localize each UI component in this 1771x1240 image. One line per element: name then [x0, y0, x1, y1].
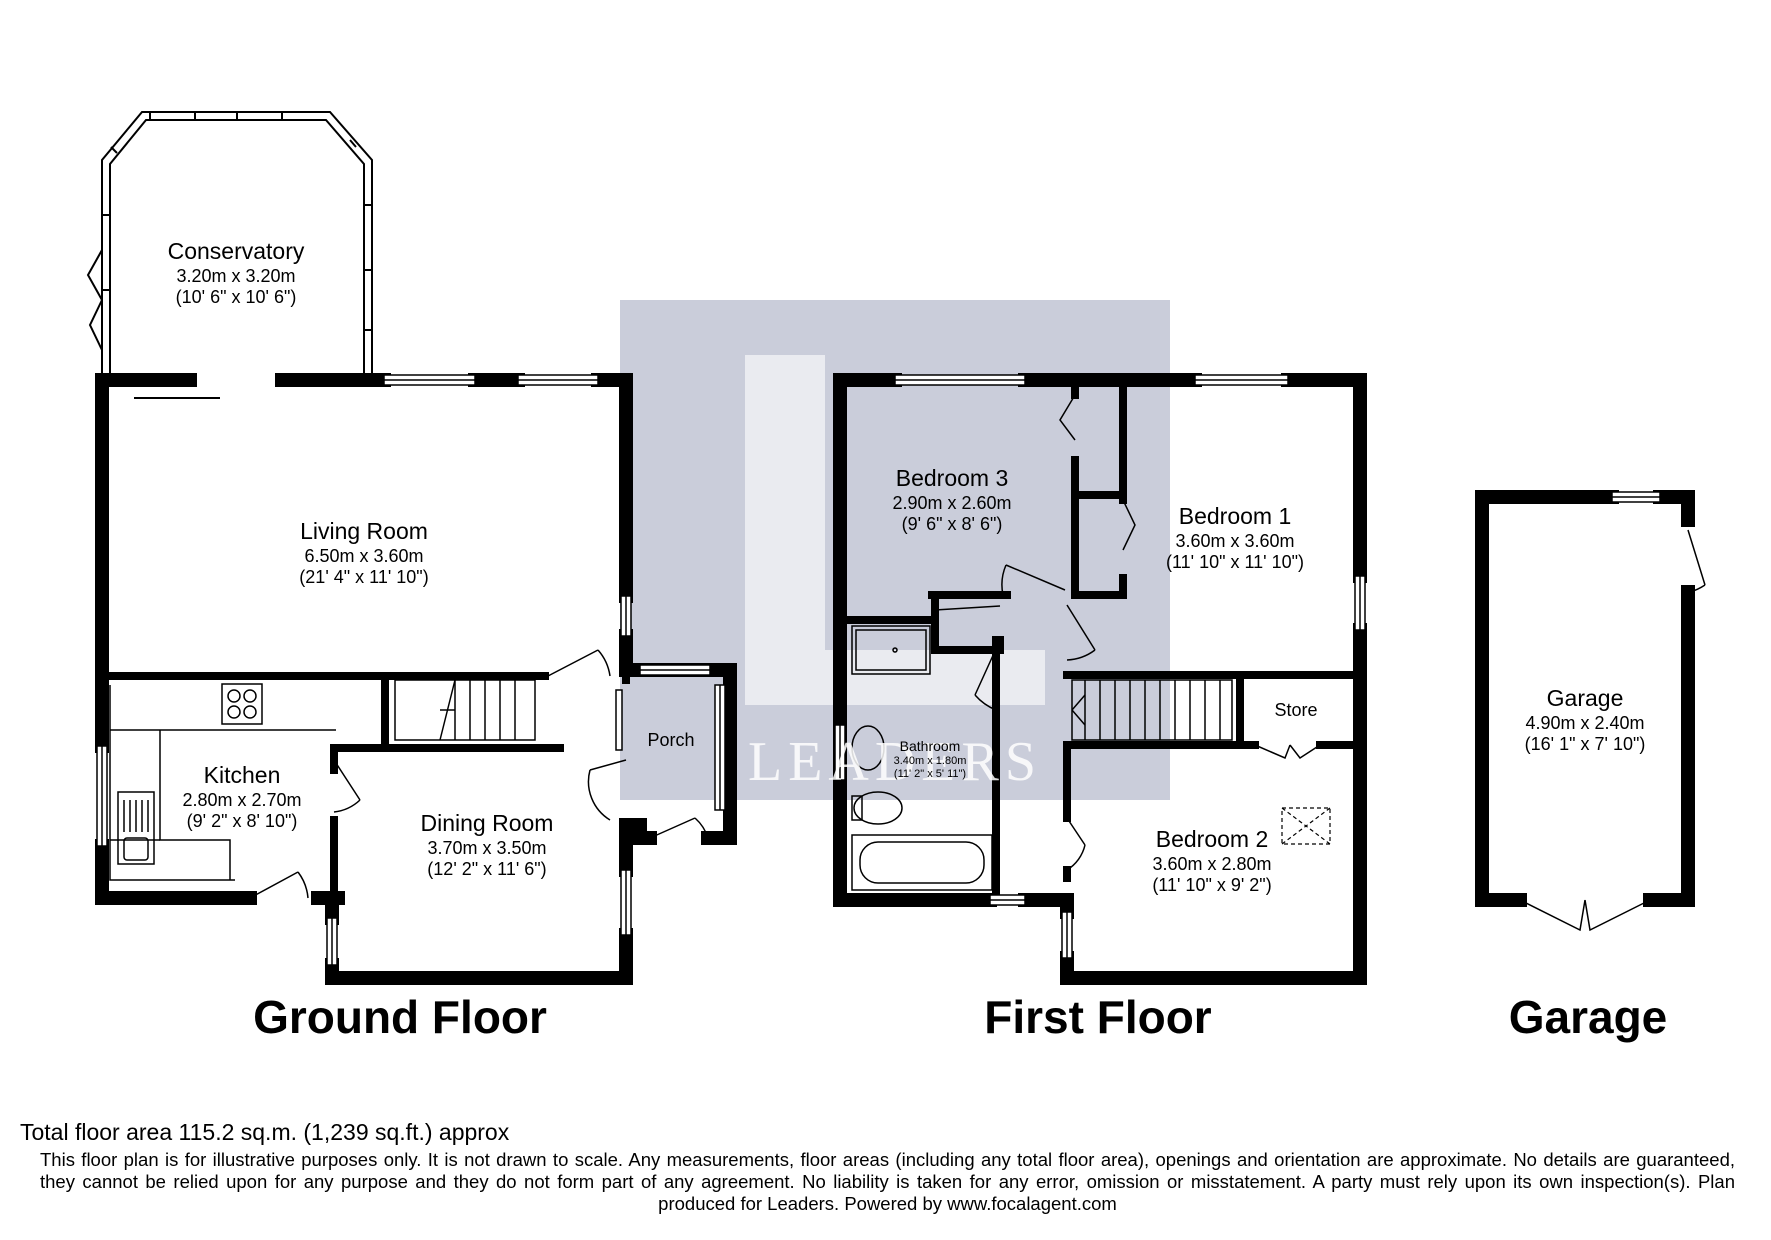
room-label-garage: Garage 4.90m x 2.40m (16' 1" x 7' 10")	[1525, 685, 1646, 756]
room-label-bedroom-1: Bedroom 1 3.60m x 3.60m (11' 10" x 11' 1…	[1166, 503, 1304, 574]
room-name: Garage	[1546, 685, 1624, 711]
room-name: Bedroom 2	[1155, 826, 1269, 852]
room-imperial: (12' 2" x 11' 6")	[427, 859, 547, 880]
room-label-conservatory: Conservatory 3.20m x 3.20m (10' 6" x 10'…	[168, 238, 305, 309]
room-name: Kitchen	[203, 762, 281, 788]
room-label-bathroom: Bathroom 3.40m x 1.80m (11' 2" x 5' 11")	[894, 738, 967, 781]
watermark-text: LEADERS	[748, 731, 1042, 793]
room-name: Bedroom 3	[895, 465, 1009, 491]
room-imperial: (9' 6" x 8' 6")	[901, 514, 1003, 535]
room-label-kitchen: Kitchen 2.80m x 2.70m (9' 2" x 8' 10")	[182, 762, 301, 833]
room-imperial: (16' 1" x 7' 10")	[1524, 734, 1646, 755]
room-metric: 2.80m x 2.70m	[182, 789, 302, 810]
room-name: Store	[1274, 700, 1318, 720]
ground-floor-plan	[86, 111, 737, 985]
ground-floor-doors	[249, 649, 709, 899]
first-floor-plan	[833, 373, 1367, 985]
ground-floor-interior-walls	[98, 672, 630, 902]
first-floor-walls	[833, 373, 1367, 985]
room-name: Bedroom 1	[1178, 503, 1292, 529]
room-name: Living Room	[300, 518, 428, 544]
floor-title-ground: Ground Floor	[253, 991, 547, 1043]
room-label-store: Store	[1274, 700, 1317, 722]
room-name: Dining Room	[420, 810, 554, 836]
floor-title-first: First Floor	[984, 991, 1212, 1043]
first-floor-interior-walls	[844, 382, 1364, 904]
garage-plan	[1475, 490, 1706, 932]
room-metric: 6.50m x 3.60m	[304, 545, 424, 566]
room-metric: 3.60m x 3.60m	[1175, 530, 1295, 551]
garage-doors	[1519, 529, 1706, 932]
garage-walls	[1475, 490, 1695, 907]
room-metric: 3.60m x 2.80m	[1152, 853, 1272, 874]
disclaimer-text: This floor plan is for illustrative purp…	[40, 1149, 1735, 1214]
room-metric: 3.20m x 3.20m	[176, 265, 296, 286]
first-floor-stairs	[1071, 679, 1233, 741]
total-floor-area: Total floor area 115.2 sq.m. (1,239 sq.f…	[20, 1119, 510, 1145]
ground-floor-windows	[96, 374, 726, 966]
ground-floor-stairs	[394, 679, 536, 741]
first-floor-doors	[934, 394, 1321, 871]
room-imperial: (10' 6" x 10' 6")	[175, 287, 297, 308]
first-floor-windows	[834, 374, 1366, 959]
room-metric: 4.90m x 2.40m	[1525, 712, 1645, 733]
conservatory-glazing	[86, 111, 373, 373]
room-metric: 2.90m x 2.60m	[892, 492, 1012, 513]
room-imperial: (11' 2" x 5' 11")	[893, 767, 967, 780]
bathroom-fittings	[851, 625, 993, 891]
room-name: Conservatory	[167, 238, 305, 264]
kitchen-units	[109, 683, 336, 881]
room-metric: 3.70m x 3.50m	[427, 837, 547, 858]
skylight	[1281, 807, 1331, 845]
room-imperial: (9' 2" x 8' 10")	[186, 811, 298, 832]
room-metric: 3.40m x 1.80m	[893, 754, 967, 767]
room-label-dining-room: Dining Room 3.70m x 3.50m (12' 2" x 11' …	[421, 810, 554, 881]
room-label-bedroom-2: Bedroom 2 3.60m x 2.80m (11' 10" x 9' 2"…	[1152, 826, 1271, 897]
room-label-porch: Porch	[647, 730, 694, 752]
room-label-living-room: Living Room 6.50m x 3.60m (21' 4" x 11' …	[299, 518, 428, 589]
room-imperial: (11' 10" x 9' 2")	[1152, 875, 1272, 896]
room-name: Porch	[647, 730, 695, 750]
room-imperial: (11' 10" x 11' 10")	[1165, 552, 1305, 573]
room-imperial: (21' 4" x 11' 10")	[299, 567, 429, 588]
room-name: Bathroom	[899, 738, 961, 754]
room-label-bedroom-3: Bedroom 3 2.90m x 2.60m (9' 6" x 8' 6")	[892, 465, 1011, 536]
floor-title-garage: Garage	[1508, 991, 1668, 1043]
